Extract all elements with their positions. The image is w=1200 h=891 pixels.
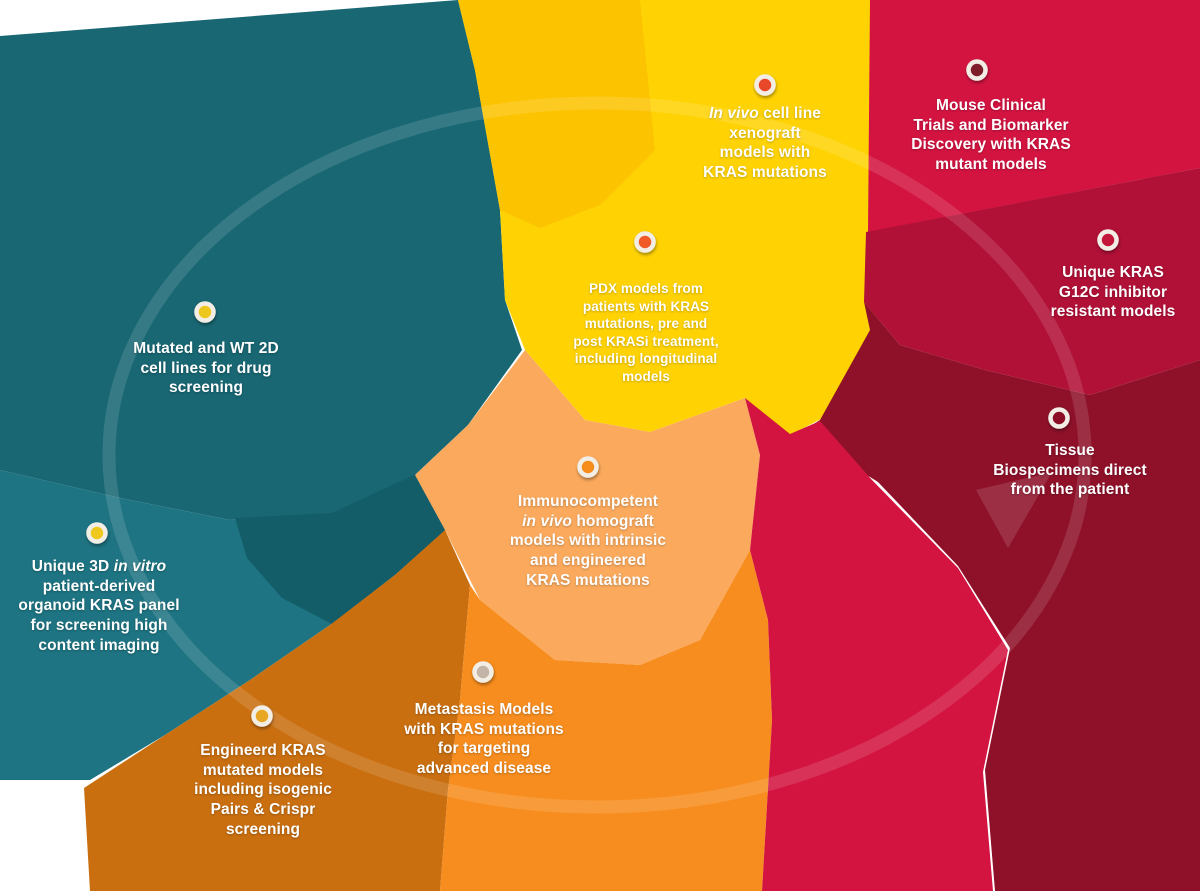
region-crimson-top	[868, 0, 1200, 232]
label-text: Engineerd KRAS mutated models including …	[194, 742, 332, 838]
marker-2d-cell-lines	[194, 301, 216, 323]
region-yellow-facet	[458, 0, 655, 228]
marker-3d-organoid-panel	[86, 522, 108, 544]
cycle-arrowhead-icon	[976, 472, 1052, 548]
label-text: Mutated and WT 2D cell lines for drug sc…	[133, 340, 279, 397]
marker-in-vivo-xenograft	[754, 74, 776, 96]
label-engineered-kras-models: Engineerd KRAS mutated models including …	[178, 741, 348, 839]
marker-metastasis-models	[472, 661, 494, 683]
label-2d-cell-lines: Mutated and WT 2D cell lines for drug sc…	[111, 339, 301, 398]
region-crimson-bottom	[745, 398, 1008, 891]
label-text: Unique KRAS G12C inhibitor resistant mod…	[1050, 264, 1176, 321]
label-metastasis-models: Metastasis Models with KRAS mutations fo…	[387, 700, 582, 779]
cycle-ring	[102, 96, 1092, 814]
label-text: Mouse Clinical Trials and Biomarker Disc…	[911, 97, 1071, 174]
region-burnt-orange	[84, 530, 470, 891]
label-text: Metastasis Models with KRAS mutations fo…	[404, 701, 564, 778]
markers	[86, 59, 1119, 727]
region-maroon	[800, 302, 1200, 891]
label-immunocompetent-homograft: Immunocompetent in vivo homograft models…	[496, 492, 681, 590]
label-3d-organoid-panel: Unique 3D in vitro patient-derived organ…	[12, 557, 187, 655]
label-text: homograft models with intrinsic and engi…	[509, 512, 667, 589]
marker-mouse-clinical-trials	[966, 59, 988, 81]
marker-pdx-models	[634, 231, 656, 253]
label-mouse-clinical-trials: Mouse Clinical Trials and Biomarker Disc…	[891, 96, 1091, 175]
label-in-vivo-xenograft: In vivo cell line xenograft models with …	[685, 104, 845, 183]
label-text: Tissue Biospecimens direct from the pati…	[993, 442, 1147, 499]
label-text-italic: in vivo	[522, 512, 572, 530]
marker-g12c-resistant-models	[1097, 229, 1119, 251]
label-text: patient-derived organoid KRAS panel for …	[18, 577, 180, 654]
label-text-italic: in vitro	[113, 558, 167, 575]
label-text-italic: In vivo	[709, 105, 759, 122]
label-tissue-biospecimens: Tissue Biospecimens direct from the pati…	[978, 441, 1163, 500]
region-teal-facet	[235, 474, 446, 624]
region-crimson-mid	[864, 168, 1200, 395]
label-text: Immunocompetent	[517, 493, 659, 510]
label-g12c-resistant-models: Unique KRAS G12C inhibitor resistant mod…	[1028, 263, 1198, 322]
label-text: Unique 3D	[31, 558, 114, 575]
label-pdx-models: PDX models from patients with KRAS mutat…	[551, 280, 741, 385]
region-teal-upper	[0, 0, 522, 520]
marker-tissue-biospecimens	[1048, 407, 1070, 429]
region-orange	[440, 550, 772, 891]
label-text: PDX models from patients with KRAS mutat…	[573, 281, 719, 384]
marker-immunocompetent-homograft	[577, 456, 599, 478]
region-peach	[415, 350, 760, 665]
marker-engineered-kras-models	[251, 705, 273, 727]
label-text: cell line xenograft models with KRAS mut…	[703, 105, 827, 182]
